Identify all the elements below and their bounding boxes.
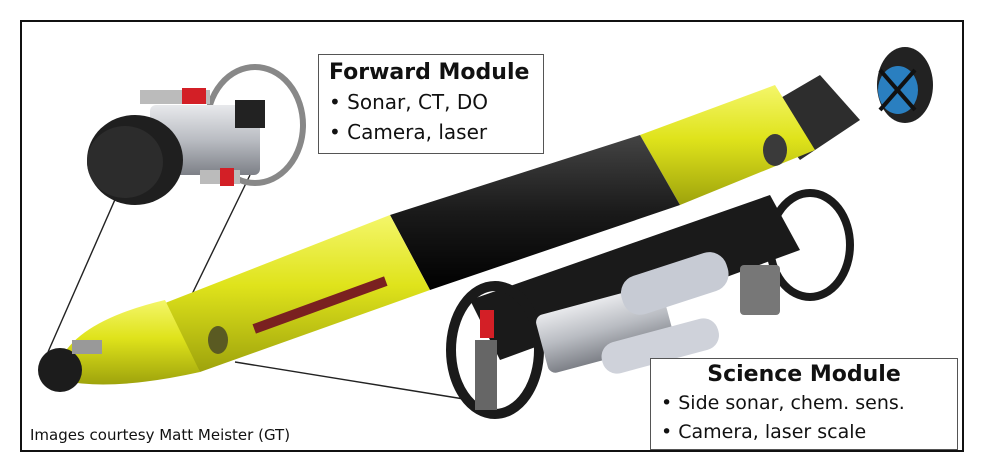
forward-module-callout: Forward Module • Sonar, CT, DO • Camera,… (318, 54, 544, 154)
zoom-line-science-1 (234, 361, 471, 401)
red-connector (182, 88, 206, 104)
science-module-callout: Science Module • Side sonar, chem. sens.… (650, 358, 958, 450)
auv-body (38, 47, 933, 392)
forward-module-item-1: • Sonar, CT, DO (329, 90, 488, 114)
forward-module-detail (87, 64, 306, 205)
science-module-detail (446, 189, 854, 419)
image-credit: Images courtesy Matt Meister (GT) (30, 426, 291, 444)
science-module-item-2: • Camera, laser scale (661, 421, 867, 443)
science-module-title: Science Module (707, 362, 901, 387)
forward-module-item-2: • Camera, laser (329, 120, 488, 144)
forward-module-title: Forward Module (329, 60, 530, 85)
science-module-item-1: • Side sonar, chem. sens. (661, 392, 905, 414)
